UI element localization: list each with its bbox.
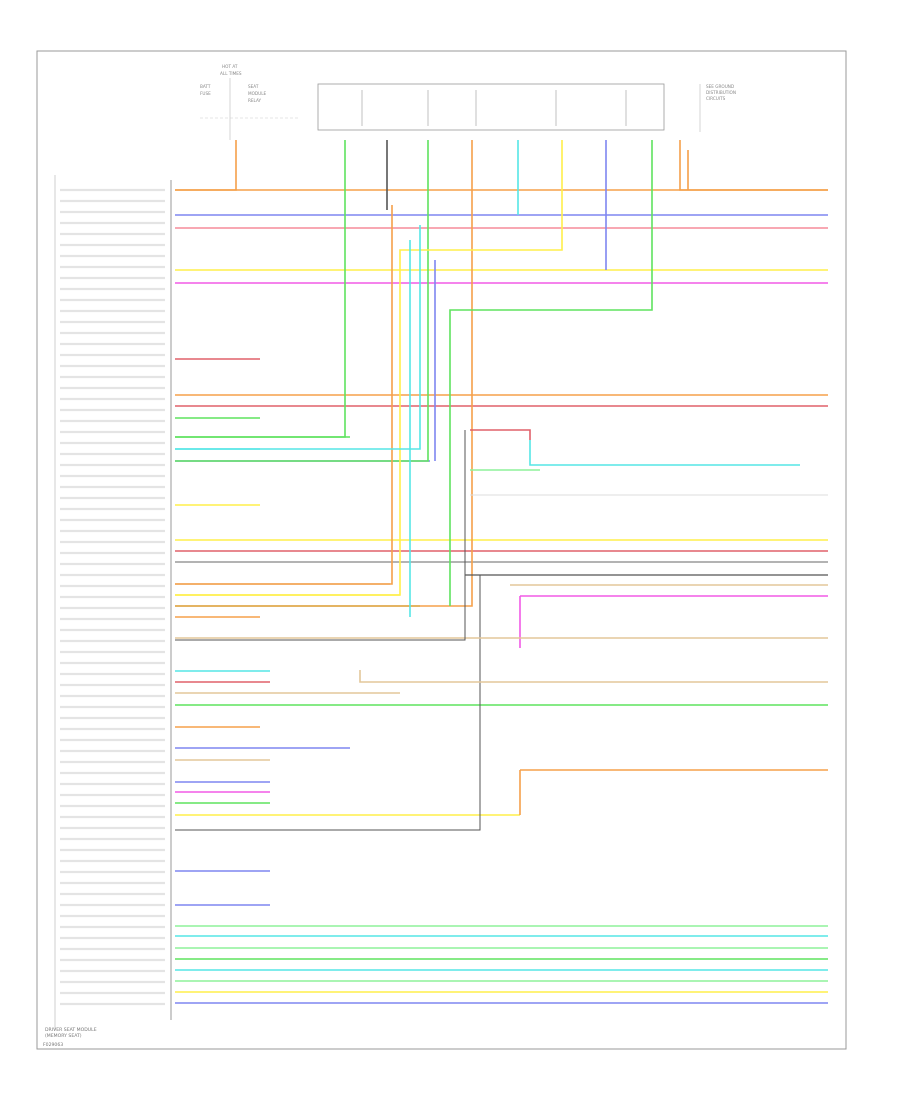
fuse-label-3: BATT: [200, 84, 211, 89]
ground-note-2: DISTRIBUTION: [706, 90, 736, 95]
wire-right-6: [519, 595, 828, 648]
wire-right-11: [175, 430, 466, 641]
ground-note-1: SEE GROUND: [706, 84, 734, 89]
wire-layer: [175, 140, 828, 1004]
wire-drop-2: [175, 140, 429, 462]
top-connector: [317, 83, 665, 131]
wire-drop-13: [175, 225, 421, 450]
footer-label-2: (MEMORY SEAT): [45, 1033, 82, 1039]
wire-drop-8: [679, 140, 828, 191]
fuse-label-4: FUSE: [200, 91, 211, 96]
footer-code: F029063: [43, 1042, 63, 1048]
fuse-block: HOT AT ALL TIMES BATT FUSE SEAT MODULE R…: [200, 64, 300, 140]
fuse-label-6: MODULE: [248, 91, 267, 96]
ground-note-3: CIRCUITS: [706, 96, 726, 101]
wire-drop-10: [175, 140, 237, 191]
wire-right-0: [470, 429, 531, 440]
fuse-label-1: HOT AT: [222, 64, 238, 69]
diagram-border: [36, 50, 847, 1050]
wire-drop-3: [175, 140, 473, 607]
wire-right-9: [519, 769, 828, 815]
fuse-label-2: ALL TIMES: [220, 71, 242, 76]
wire-drop-0: [175, 140, 346, 438]
footer-label-1: DRIVER SEAT MODULE: [45, 1027, 97, 1033]
wire-right-8: [359, 670, 828, 683]
fuse-label-5: SEAT: [248, 84, 259, 89]
wire-drop-11: [175, 205, 393, 585]
wire-drop-5: [175, 140, 563, 596]
wire-right-4: [175, 575, 481, 831]
fuse-label-7: RELAY: [248, 98, 262, 103]
wire-drop-7: [449, 140, 653, 606]
wire-right-1: [529, 440, 800, 466]
pin-label-layer: [60, 188, 165, 1006]
